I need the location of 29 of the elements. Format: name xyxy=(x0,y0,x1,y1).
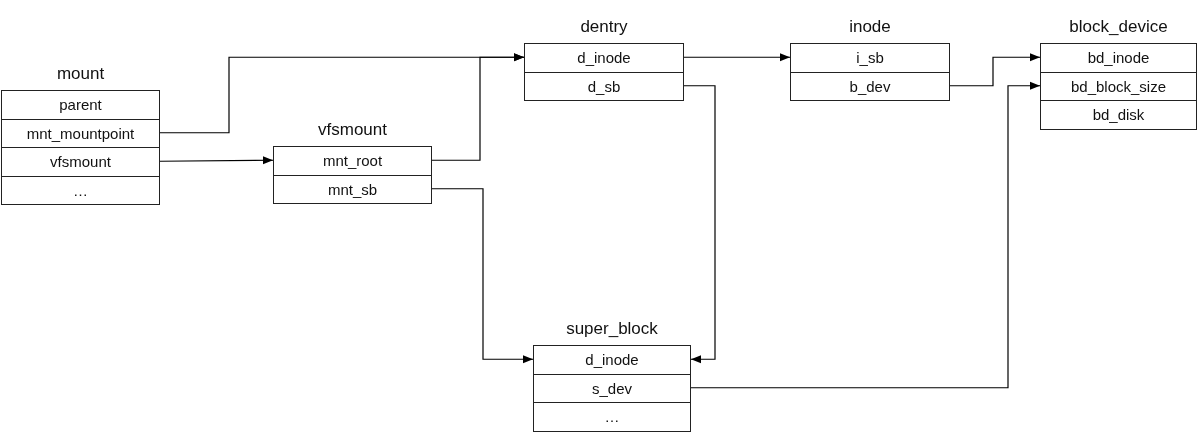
struct-title: super_block xyxy=(565,318,659,340)
arrow xyxy=(431,53,525,161)
field-row: parent xyxy=(1,90,160,120)
arrow xyxy=(683,85,716,364)
field-row: mnt_root xyxy=(273,146,432,176)
arrow xyxy=(949,53,1041,87)
arrow xyxy=(683,53,791,62)
struct-title: inode xyxy=(848,16,892,38)
field-row: i_sb xyxy=(790,43,950,73)
struct-title: vfsmount xyxy=(317,119,388,141)
field-row: mnt_mountpoint xyxy=(1,118,160,148)
field-row: bd_disk xyxy=(1040,100,1197,130)
arrow xyxy=(690,81,1041,389)
field-row: d_inode xyxy=(533,345,691,375)
field-row: vfsmount xyxy=(1,147,160,177)
field-row: bd_inode xyxy=(1040,43,1197,73)
field-row: … xyxy=(533,402,691,432)
arrow xyxy=(159,156,274,165)
field-row: s_dev xyxy=(533,373,691,403)
field-row: d_sb xyxy=(524,71,684,101)
struct-title: dentry xyxy=(579,16,629,38)
field-row: bd_block_size xyxy=(1040,71,1197,101)
field-row: d_inode xyxy=(524,43,684,73)
field-row: b_dev xyxy=(790,71,950,101)
arrow xyxy=(431,188,534,364)
struct-title: block_device xyxy=(1068,16,1169,38)
field-row: … xyxy=(1,175,160,205)
struct-title: mount xyxy=(55,63,106,85)
field-row: mnt_sb xyxy=(273,174,432,204)
